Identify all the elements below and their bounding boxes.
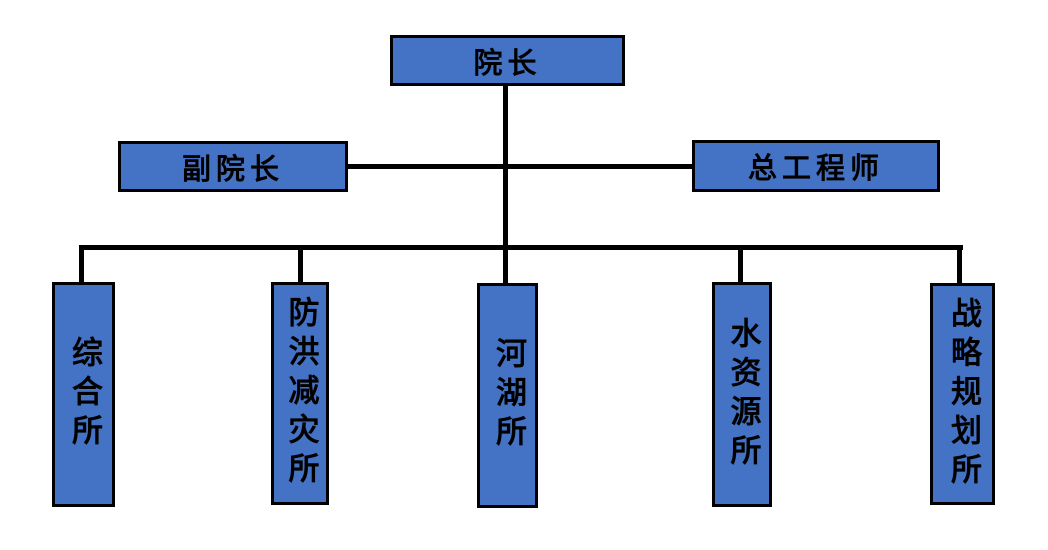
node-vice-president: 副院长 (118, 141, 348, 192)
connector-distribution (79, 245, 963, 250)
node-dept-river-lake: 河湖所 (477, 283, 538, 508)
node-dept-flood-control: 防洪减灾所 (271, 282, 329, 505)
connector-drop-5 (957, 245, 962, 284)
connector-drop-2 (298, 245, 303, 283)
node-dept-strategic-planning: 战略规划所 (930, 283, 995, 505)
connector-level2-cross (346, 164, 694, 169)
connector-drop-1 (79, 245, 84, 283)
connector-drop-3 (503, 245, 508, 284)
node-dept-comprehensive: 综合所 (52, 282, 115, 507)
node-dept-water-resources: 水资源所 (712, 282, 772, 507)
node-chief-engineer: 总工程师 (692, 140, 940, 192)
node-president: 院长 (390, 35, 625, 86)
connector-drop-4 (738, 245, 743, 283)
